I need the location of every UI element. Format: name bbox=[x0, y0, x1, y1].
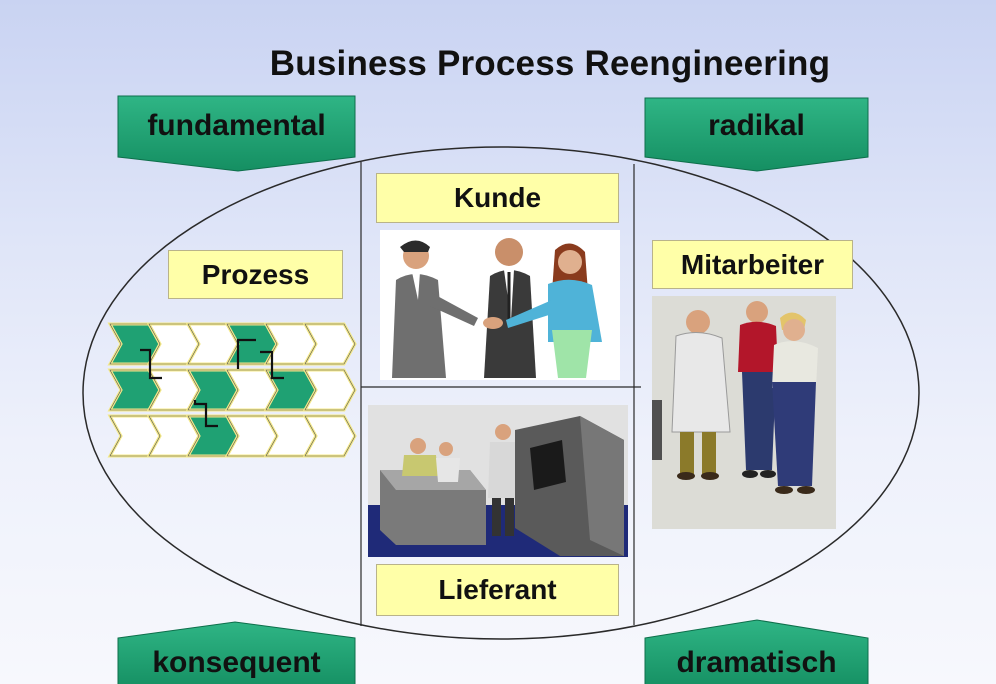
arrow-up-dramatisch bbox=[644, 619, 869, 684]
process-chevron-outline bbox=[304, 415, 356, 457]
label-lieferant: Lieferant bbox=[376, 564, 619, 616]
customer-illustration bbox=[380, 230, 620, 380]
label-kunde: Kunde bbox=[376, 173, 619, 223]
corner-label-dramatisch: dramatisch bbox=[676, 646, 837, 679]
process-chains bbox=[107, 322, 357, 458]
process-chevron-outline bbox=[304, 323, 356, 365]
corner-label-konsequent: konsequent bbox=[152, 646, 321, 679]
arrow-up-konsequent bbox=[117, 621, 356, 684]
label-mitarbeiter: Mitarbeiter bbox=[652, 240, 853, 289]
corner-label-fundamental: fundamental bbox=[147, 109, 326, 142]
arrow-down-fundamental bbox=[117, 95, 356, 172]
process-links bbox=[140, 338, 284, 428]
process-ellipse bbox=[82, 146, 920, 640]
arrow-down-radikal bbox=[644, 97, 869, 172]
label-prozess: Prozess bbox=[168, 250, 343, 299]
page-title: Business Process Reengineering bbox=[269, 44, 831, 83]
employee-illustration bbox=[652, 296, 836, 529]
corner-label-radikal: radikal bbox=[708, 109, 805, 142]
process-chevron-outline bbox=[304, 369, 356, 411]
supplier-illustration bbox=[368, 405, 628, 557]
